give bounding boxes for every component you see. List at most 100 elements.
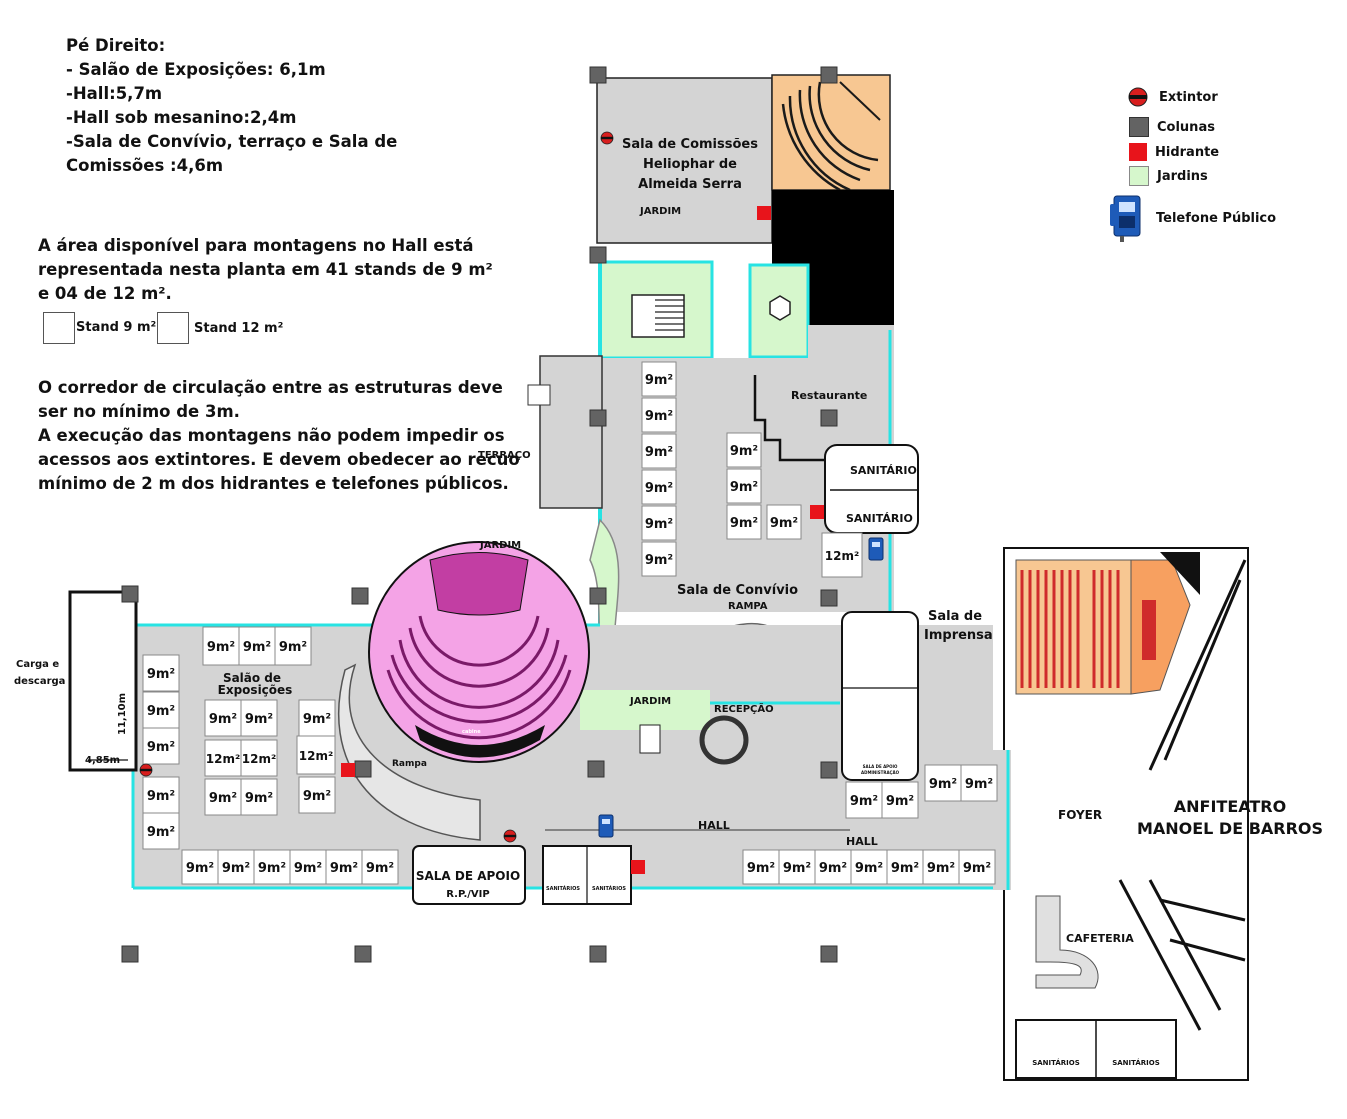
stand-9m2[interactable]: 9m² bbox=[726, 432, 762, 468]
stand-12m2[interactable]: 12m² bbox=[204, 739, 242, 777]
stand-size-label: 12m² bbox=[299, 749, 333, 763]
stand-9m2[interactable]: 9m² bbox=[726, 468, 762, 504]
availability-line: representada nesta planta em 41 stands d… bbox=[38, 260, 493, 279]
stand-9m2[interactable]: 9m² bbox=[142, 654, 180, 692]
stand-9m2[interactable]: 9m² bbox=[298, 699, 336, 737]
stand-9m2[interactable]: 9m² bbox=[641, 469, 677, 505]
stand-9m2[interactable]: 9m² bbox=[217, 849, 255, 885]
stand-9m2[interactable]: 9m² bbox=[814, 849, 852, 885]
availability-note: A área disponível para montagens no Hall… bbox=[38, 234, 493, 306]
auditorium-cabin-label: cabine bbox=[462, 729, 481, 735]
stand-9m2[interactable]: 9m² bbox=[240, 778, 278, 816]
stand-9m2[interactable]: 9m² bbox=[204, 699, 242, 737]
stand-9m2[interactable]: 9m² bbox=[142, 691, 180, 729]
stand-9m2[interactable]: 9m² bbox=[881, 781, 919, 819]
stand-9m2[interactable]: 9m² bbox=[298, 776, 336, 814]
stand-9m2[interactable]: 9m² bbox=[142, 776, 180, 814]
restroom-label-1: SANITÁRIO bbox=[850, 464, 917, 477]
stand-9m2[interactable]: 9m² bbox=[742, 849, 780, 885]
stand-size-label: 9m² bbox=[147, 667, 175, 682]
rules-line: O corredor de circulação entre as estrut… bbox=[38, 378, 503, 397]
legend-jardins: Jardins bbox=[1129, 166, 1208, 186]
legend-telefone-label: Telefone Público bbox=[1156, 210, 1277, 226]
ceiling-height-notes: Pé Direito: - Salão de Exposições: 6,1m … bbox=[66, 34, 397, 178]
stand-9m2[interactable]: 9m² bbox=[960, 764, 998, 802]
stand-9m2[interactable]: 9m² bbox=[274, 626, 312, 666]
stand-9m2[interactable]: 9m² bbox=[641, 541, 677, 577]
exhibition-hall-label: Exposições bbox=[218, 683, 293, 697]
auditorium-cabin bbox=[415, 725, 545, 758]
stand-9-swatch bbox=[43, 312, 75, 344]
stand-12m2[interactable]: 12m² bbox=[296, 735, 336, 775]
stand-9m2[interactable]: 9m² bbox=[641, 505, 677, 541]
stand-9m2[interactable]: 9m² bbox=[924, 764, 962, 802]
stand-9m2[interactable]: 9m² bbox=[766, 504, 802, 540]
legend-extintor: Extintor bbox=[1125, 87, 1218, 107]
notes-line: Comissões :4,6m bbox=[66, 156, 224, 175]
stand-size-label: 9m² bbox=[245, 712, 273, 727]
amphitheater-stage bbox=[1130, 559, 1191, 695]
legend-telefone: Telefone Público bbox=[1108, 194, 1276, 242]
auditorium-ramp bbox=[337, 663, 481, 841]
stand-size-label: 9m² bbox=[207, 640, 235, 655]
stand-9m2[interactable]: 9m² bbox=[850, 849, 888, 885]
stand-9m2[interactable]: 9m² bbox=[204, 778, 242, 816]
stand-size-label: 9m² bbox=[147, 704, 175, 719]
stand-9m2[interactable]: 9m² bbox=[886, 849, 924, 885]
restroom-block bbox=[824, 444, 919, 534]
stand-9-label: Stand 9 m² bbox=[76, 320, 157, 335]
stand-9m2[interactable]: 9m² bbox=[845, 781, 883, 819]
column-marker bbox=[820, 761, 838, 779]
stand-9m2[interactable]: 9m² bbox=[181, 849, 219, 885]
stand-9m2[interactable]: 9m² bbox=[361, 849, 399, 885]
column-marker bbox=[121, 945, 139, 963]
stand-size-label: 9m² bbox=[147, 740, 175, 755]
stand-9m2[interactable]: 9m² bbox=[922, 849, 960, 885]
stand-size-label: 9m² bbox=[747, 861, 775, 876]
adm-support-label: ADMINISTRAÇÃO bbox=[861, 770, 900, 775]
stand-9m2[interactable]: 9m² bbox=[778, 849, 816, 885]
column-marker bbox=[587, 760, 605, 778]
stand-9m2[interactable]: 9m² bbox=[289, 849, 327, 885]
stand-12-swatch bbox=[157, 312, 189, 344]
legend-hidrante-label: Hidrante bbox=[1155, 144, 1220, 160]
legend-extintor-label: Extintor bbox=[1159, 89, 1218, 105]
stand-9m2[interactable]: 9m² bbox=[253, 849, 291, 885]
stand-9m2[interactable]: 9m² bbox=[240, 699, 278, 737]
stand-size-label: 9m² bbox=[186, 861, 214, 876]
stand-9m2[interactable]: 9m² bbox=[142, 812, 180, 850]
extintor-marker bbox=[503, 829, 517, 843]
auditorium-ramp-label: Rampa bbox=[392, 759, 427, 769]
notes-line: - Salão de Exposições: 6,1m bbox=[66, 60, 326, 79]
amphitheater-seating-area bbox=[1015, 559, 1132, 695]
stand-9m2[interactable]: 9m² bbox=[238, 626, 276, 666]
amphitheater-label: ANFITEATRO bbox=[1174, 797, 1286, 816]
restaurant-label: Restaurante bbox=[791, 389, 867, 402]
stand-size-label: 12m² bbox=[206, 752, 240, 766]
jardim-auditorium-label: JARDIM bbox=[479, 540, 521, 551]
stand-12m2[interactable]: 12m² bbox=[240, 739, 278, 777]
restaurant-partition bbox=[753, 375, 830, 462]
stand-size-label: 9m² bbox=[147, 789, 175, 804]
stand-9m2[interactable]: 9m² bbox=[641, 433, 677, 469]
vip-room-label: R.P./VIP bbox=[446, 889, 489, 900]
stand-size-label: 9m² bbox=[645, 481, 673, 496]
stand-9m2[interactable]: 9m² bbox=[202, 626, 240, 666]
stand-9m2[interactable]: 9m² bbox=[142, 727, 180, 765]
loading-label: Carga e bbox=[16, 659, 59, 670]
stand-size-label: 9m² bbox=[730, 480, 758, 495]
stand-9m2[interactable]: 9m² bbox=[325, 849, 363, 885]
stand-size-label: 9m² bbox=[147, 825, 175, 840]
stand-12m2[interactable]: 12m² bbox=[821, 532, 863, 578]
stand-9m2[interactable]: 9m² bbox=[958, 849, 996, 885]
terrace-notch bbox=[527, 384, 551, 406]
stand-9m2[interactable]: 9m² bbox=[726, 504, 762, 540]
markers-layer bbox=[139, 131, 884, 874]
stand-size-label: 9m² bbox=[645, 373, 673, 388]
stand-9m2[interactable]: 9m² bbox=[641, 361, 677, 397]
amphitheater-diagonals bbox=[1118, 559, 1247, 1031]
rules-line: mínimo de 2 m dos hidrantes e telefones … bbox=[38, 474, 509, 493]
stand-size-label: 9m² bbox=[783, 861, 811, 876]
stand-9m2[interactable]: 9m² bbox=[641, 397, 677, 433]
press-room-label: Sala de bbox=[928, 609, 982, 624]
